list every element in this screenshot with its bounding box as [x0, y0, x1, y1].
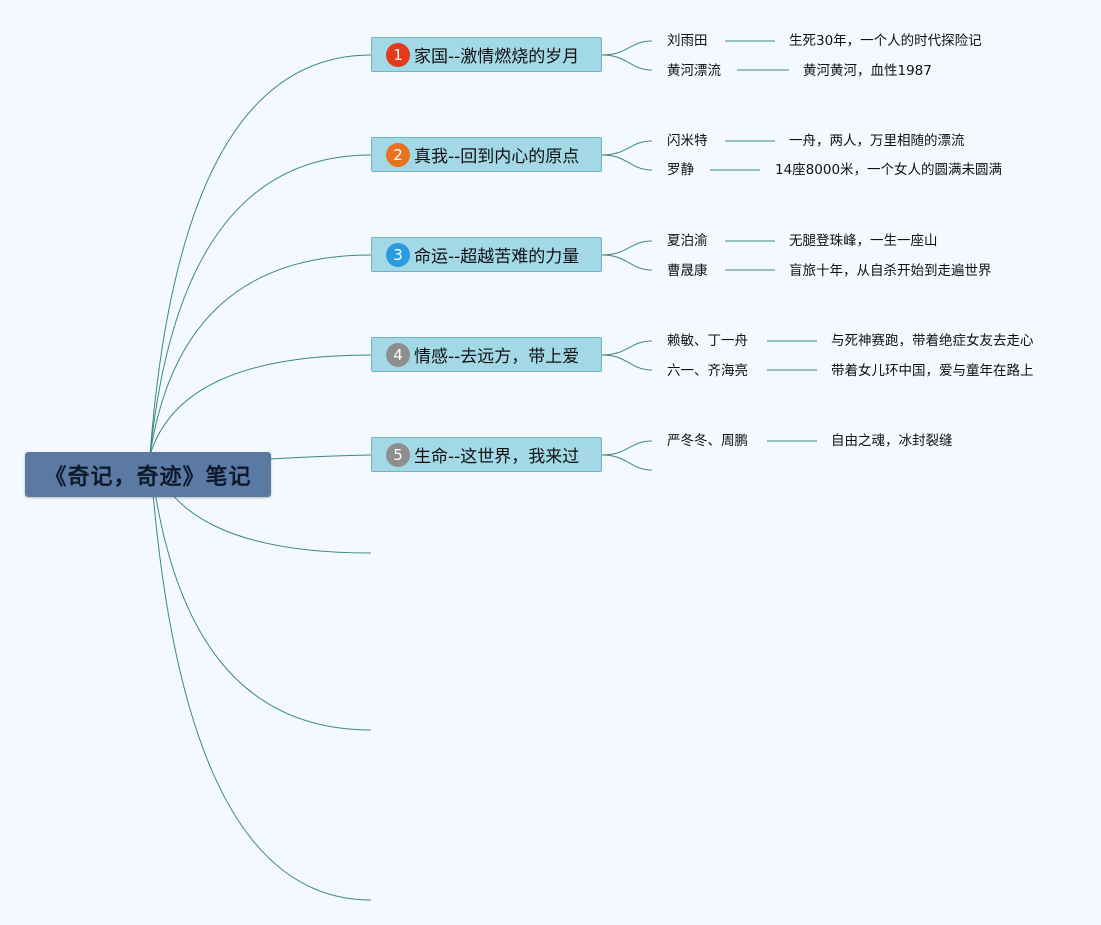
topic-name[interactable]: 曹晟康	[667, 263, 708, 279]
number-badge-icon: 4	[386, 342, 410, 367]
branch-title: 真我--回到内心的原点	[414, 147, 580, 167]
number-badge-icon: 5	[386, 442, 410, 467]
branch-node-1[interactable]: 1 家国--激情燃烧的岁月	[371, 37, 602, 72]
topic-name[interactable]: 夏泊渝	[667, 233, 708, 249]
topic-name[interactable]: 刘雨田	[667, 33, 708, 49]
number-badge-icon: 3	[386, 242, 410, 267]
root-link	[149, 354, 372, 456]
branch-link	[601, 440, 653, 456]
branch-title: 生命--这世界，我来过	[414, 447, 580, 467]
branch-link	[601, 40, 653, 56]
topic-name[interactable]: 严冬冬、周鹏	[667, 433, 748, 449]
branch-link	[601, 154, 653, 171]
branch-link	[601, 240, 653, 256]
topic-description[interactable]: 盲旅十年，从自杀开始到走遍世界	[789, 263, 992, 279]
root-link	[269, 454, 372, 460]
branch-node-4[interactable]: 4 情感--去远方，带上爱	[371, 337, 602, 372]
topic-description[interactable]: 一舟，两人，万里相随的漂流	[789, 133, 965, 149]
branch-link	[601, 340, 653, 356]
topic-description[interactable]: 14座8000米，一个女人的圆满未圆满	[775, 162, 1003, 178]
topic-description[interactable]: 生死30年，一个人的时代探险记	[789, 33, 982, 49]
root-link	[149, 54, 372, 456]
branch-link	[601, 454, 653, 471]
topic-name[interactable]: 赖敏、丁一舟	[667, 333, 748, 349]
topic-description[interactable]: 无腿登珠峰，一生一座山	[789, 233, 938, 249]
branch-title: 情感--去远方，带上爱	[414, 347, 580, 367]
topic-name[interactable]: 罗静	[667, 162, 694, 178]
topic-description[interactable]: 带着女儿环中国，爱与童年在路上	[831, 363, 1034, 379]
topic-description[interactable]: 与死神赛跑，带着绝症女友去走心	[831, 333, 1034, 349]
branch-link	[601, 354, 653, 371]
branch-node-2[interactable]: 2 真我--回到内心的原点	[371, 137, 602, 172]
number-badge-icon: 1	[386, 42, 410, 67]
root-title: 《奇记，奇迹》笔记	[44, 464, 252, 490]
root-link	[149, 154, 372, 456]
branch-link	[601, 140, 653, 156]
branch-title: 命运--超越苦难的力量	[414, 247, 580, 267]
topic-description[interactable]: 自由之魂，冰封裂缝	[831, 433, 953, 449]
topic-name[interactable]: 六一、齐海亮	[667, 363, 748, 379]
root-node[interactable]: 《奇记，奇迹》笔记	[25, 452, 271, 497]
root-link	[149, 454, 372, 901]
topic-description[interactable]: 黄河黄河，血性1987	[803, 63, 932, 79]
branch-node-3[interactable]: 3 命运--超越苦难的力量	[371, 237, 602, 272]
branch-node-5[interactable]: 5 生命--这世界，我来过	[371, 437, 602, 472]
topic-name[interactable]: 黄河漂流	[667, 63, 721, 79]
branch-link	[601, 54, 653, 71]
branch-link	[601, 254, 653, 271]
topic-name[interactable]: 闪米特	[667, 133, 708, 149]
root-link	[149, 454, 372, 731]
branch-title: 家国--激情燃烧的岁月	[414, 47, 580, 67]
root-link	[149, 254, 372, 456]
number-badge-icon: 2	[386, 142, 410, 167]
